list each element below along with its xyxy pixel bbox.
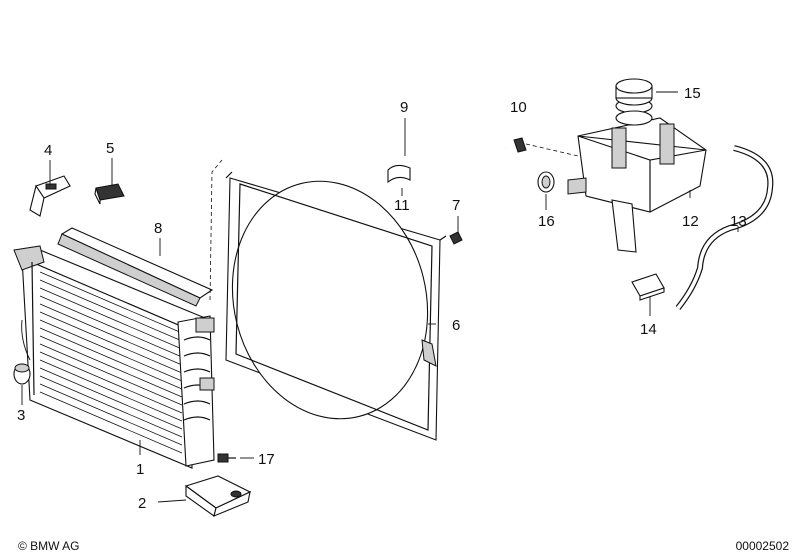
leader-lines [21, 91, 739, 503]
copyright-label: © BMW AG [18, 539, 80, 553]
bracket-left [29, 175, 71, 217]
expansion-tank [567, 98, 707, 253]
callout-17: 17 [258, 451, 275, 468]
callout-11: 11 [394, 197, 410, 214]
hose-13 [675, 145, 774, 310]
hose-9 [229, 130, 507, 166]
callout-2: 2 [138, 495, 146, 512]
hose-connector-16 [537, 171, 555, 193]
callout-13: 13 [730, 213, 747, 230]
callout-4: 4 [44, 142, 52, 159]
document-id-label: 00002502 [735, 539, 789, 553]
callout-6: 6 [452, 317, 460, 334]
callout-14: 14 [640, 321, 657, 338]
bolt-17 [217, 453, 236, 463]
callout-9: 9 [400, 99, 408, 116]
fan-shroud [225, 171, 447, 441]
callout-1: 1 [136, 461, 144, 478]
radiator [13, 245, 215, 469]
rubber-mount [13, 319, 31, 385]
callout-5: 5 [106, 140, 114, 157]
holder-14 [631, 273, 665, 301]
callout-numbers: 1 2 3 4 5 6 7 8 9 10 11 12 13 14 15 16 1… [17, 85, 747, 512]
tank-cap [615, 78, 653, 106]
lower-mount [184, 475, 252, 517]
callout-3: 3 [17, 407, 25, 424]
connector-10 [513, 137, 579, 157]
callout-8: 8 [154, 220, 162, 237]
callout-15: 15 [684, 85, 701, 102]
callout-16: 16 [538, 213, 555, 230]
clip-top [94, 183, 125, 205]
clamp-11 [387, 164, 411, 184]
screw-7 [449, 231, 463, 245]
callout-12: 12 [682, 213, 699, 230]
callout-7: 7 [452, 197, 460, 214]
callout-10: 10 [510, 99, 527, 116]
air-duct-seal [57, 159, 223, 307]
